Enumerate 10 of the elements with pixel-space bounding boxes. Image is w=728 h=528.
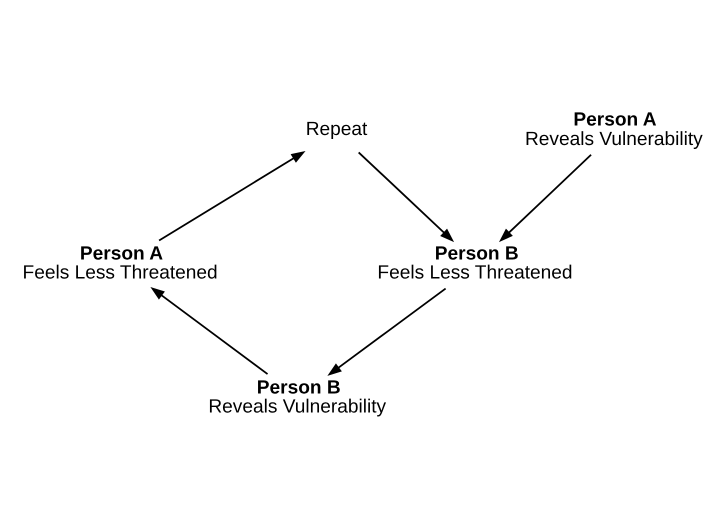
node-text: Person B Feels Less Threatened <box>377 242 573 284</box>
node-text: Person A Feels Less Threatened <box>22 242 218 284</box>
node-text: Person A Reveals Vulnerability <box>525 109 703 150</box>
node-text: Repeat <box>306 118 368 140</box>
arrow <box>327 287 446 376</box>
arrow <box>158 150 306 241</box>
arrow <box>498 154 592 242</box>
arrow <box>150 286 268 374</box>
arrow <box>358 151 454 242</box>
node-text: Person B Reveals Vulnerability <box>208 376 386 417</box>
